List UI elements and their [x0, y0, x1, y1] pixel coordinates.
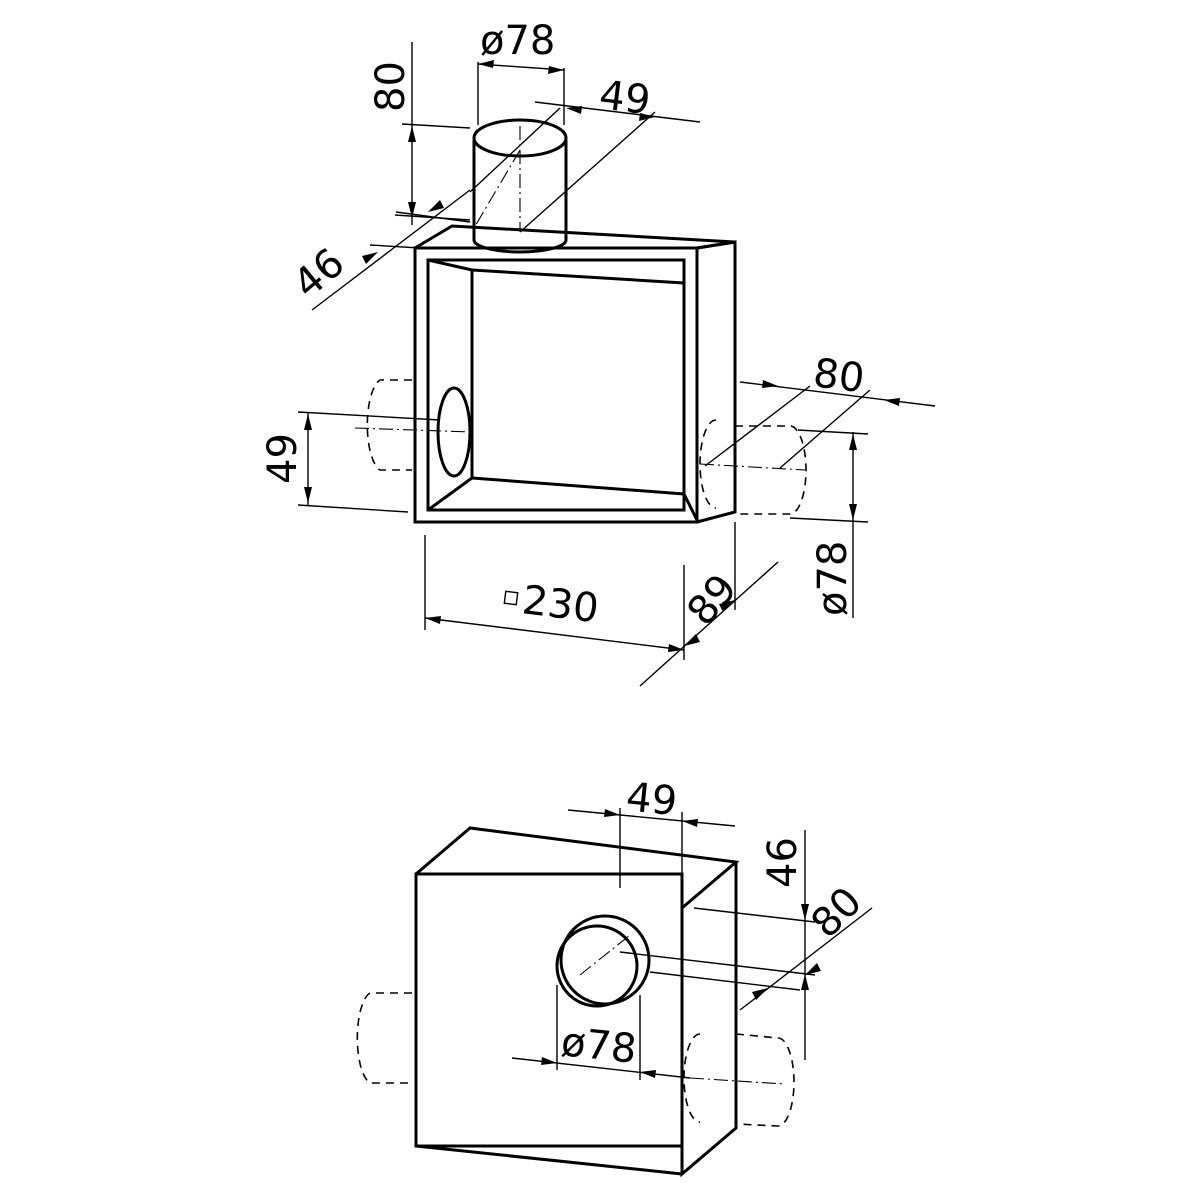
dim-front-pipe-offset: 49 [567, 774, 736, 892]
right-pipe-hidden [735, 1033, 795, 1127]
dim-top-pipe-offset: 49 [469, 72, 701, 233]
box-top-face [415, 826, 740, 910]
dim-top-pipe-diameter: ø78 [477, 18, 565, 125]
dim-label-box-size: 230 [520, 577, 601, 632]
right-side-pipe-hidden [735, 425, 807, 515]
dim-box-depth: 89 [639, 522, 779, 687]
dim-label-front-pipe-height: 46 [760, 837, 806, 888]
dim-front-pipe-diameter: ø78 [511, 985, 691, 1080]
top-view-niche: ø78 80 49 46 [260, 18, 936, 687]
dim-side-offset: 49 [260, 411, 441, 513]
dim-label-front-pipe-diameter: ø78 [559, 1019, 639, 1073]
dim-top-pipe-depth: 46 [285, 189, 471, 311]
box-inner-back-bottom [471, 476, 685, 496]
box-inner-back [427, 258, 474, 512]
dim-label-front-pipe-offset: 49 [624, 774, 679, 825]
left-side-pipe-hidden [366, 379, 412, 471]
bottom-view-box: 49 46 80 ø78 [356, 774, 873, 1178]
front-pipe-axis [579, 934, 631, 976]
box-top-face [414, 224, 736, 250]
dim-top-pipe-height: 80 [368, 42, 471, 225]
left-pipe-hidden [356, 992, 412, 1084]
dim-label-front-pipe-length: 80 [803, 879, 872, 948]
dim-label-side-length: 80 [811, 350, 867, 402]
box-bottom-edge [415, 1144, 683, 1176]
dim-label-top-pipe-height: 80 [368, 61, 414, 112]
box-front-face [414, 872, 684, 1148]
dim-box-size: 230 [424, 535, 685, 660]
dim-side-length: 80 [704, 350, 936, 469]
dim-label-top-pipe-diameter: ø78 [480, 18, 555, 64]
right-pipe-axis [689, 1077, 786, 1085]
box-right-face [696, 240, 737, 524]
square-symbol [503, 590, 519, 606]
dim-label-box-depth: 89 [678, 566, 746, 635]
right-pipe-axis [699, 463, 806, 471]
dim-side-diameter: ø78 [789, 429, 869, 618]
dim-label-side-diameter: ø78 [810, 541, 856, 616]
box-right-face [680, 862, 738, 1178]
left-side-opening [436, 386, 472, 478]
box-inner-back-top [471, 268, 685, 285]
left-pipe-axis [354, 427, 473, 433]
box-inner-frame [426, 258, 686, 512]
box-inner-corner-bottom-right [682, 493, 699, 521]
dim-label-top-pipe-offset: 49 [597, 72, 653, 124]
front-pipe-face [555, 924, 639, 1008]
top-pipe-axis-diag [473, 149, 521, 229]
dim-front-pipe-height: 46 [619, 830, 816, 1060]
top-pipe [472, 140, 568, 254]
dim-label-top-pipe-depth: 46 [285, 240, 354, 308]
dim-label-side-offset: 49 [260, 433, 306, 484]
box-front-frame [413, 246, 699, 524]
